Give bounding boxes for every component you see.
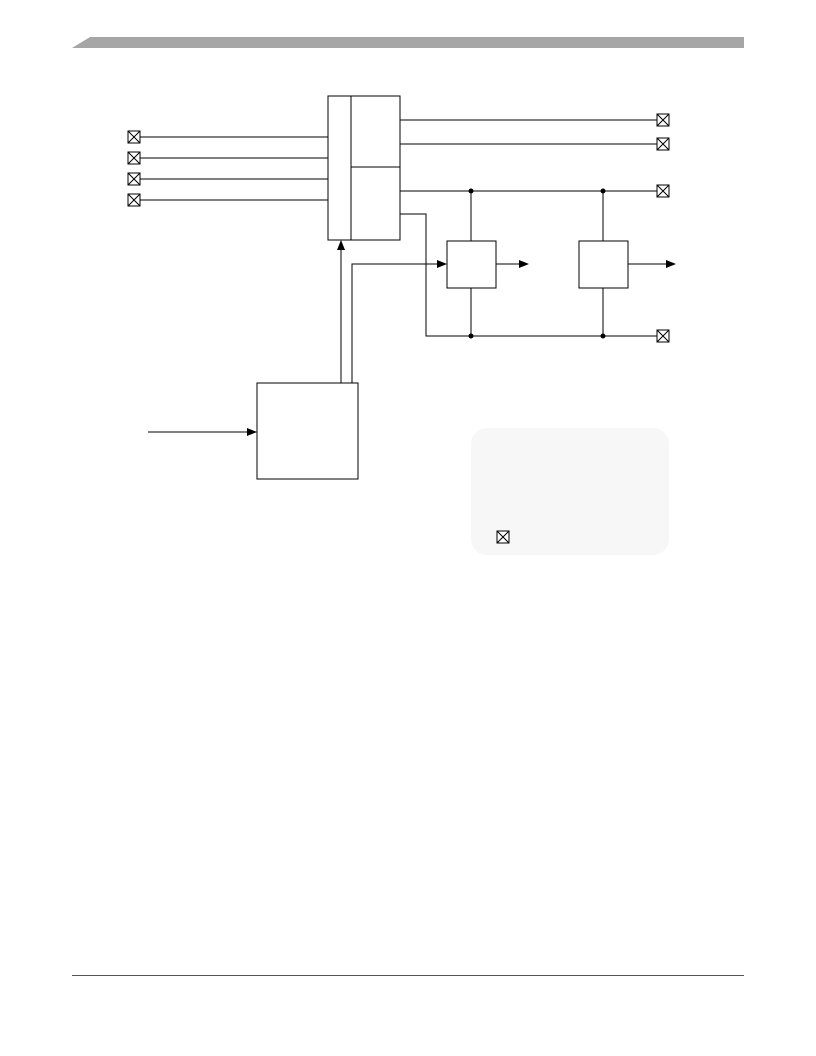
legend-pin-icon: [496, 530, 510, 544]
input-pin-2-icon: [127, 151, 141, 165]
header-bar-shape: [72, 37, 744, 48]
output-pin-1-icon: [656, 113, 670, 127]
control-block: [256, 382, 359, 480]
output-pin-2-icon: [656, 137, 670, 151]
block-diagram: [127, 95, 676, 555]
bottom-bus-pin-icon: [656, 329, 670, 343]
bottom-bus-line: [400, 213, 657, 337]
top-bus-pin-icon: [656, 184, 670, 198]
input-pin-3-icon: [127, 172, 141, 186]
receiver-block-2: [578, 240, 629, 289]
mux-block: [327, 95, 401, 241]
receiver-block-1: [446, 240, 497, 289]
footer-rule: [72, 975, 744, 976]
input-pin-4-icon: [127, 193, 141, 207]
header-bar: [72, 37, 744, 48]
enable-line-arrow: [351, 260, 447, 383]
input-pin-1-icon: [127, 130, 141, 144]
legend-box: [471, 428, 669, 555]
